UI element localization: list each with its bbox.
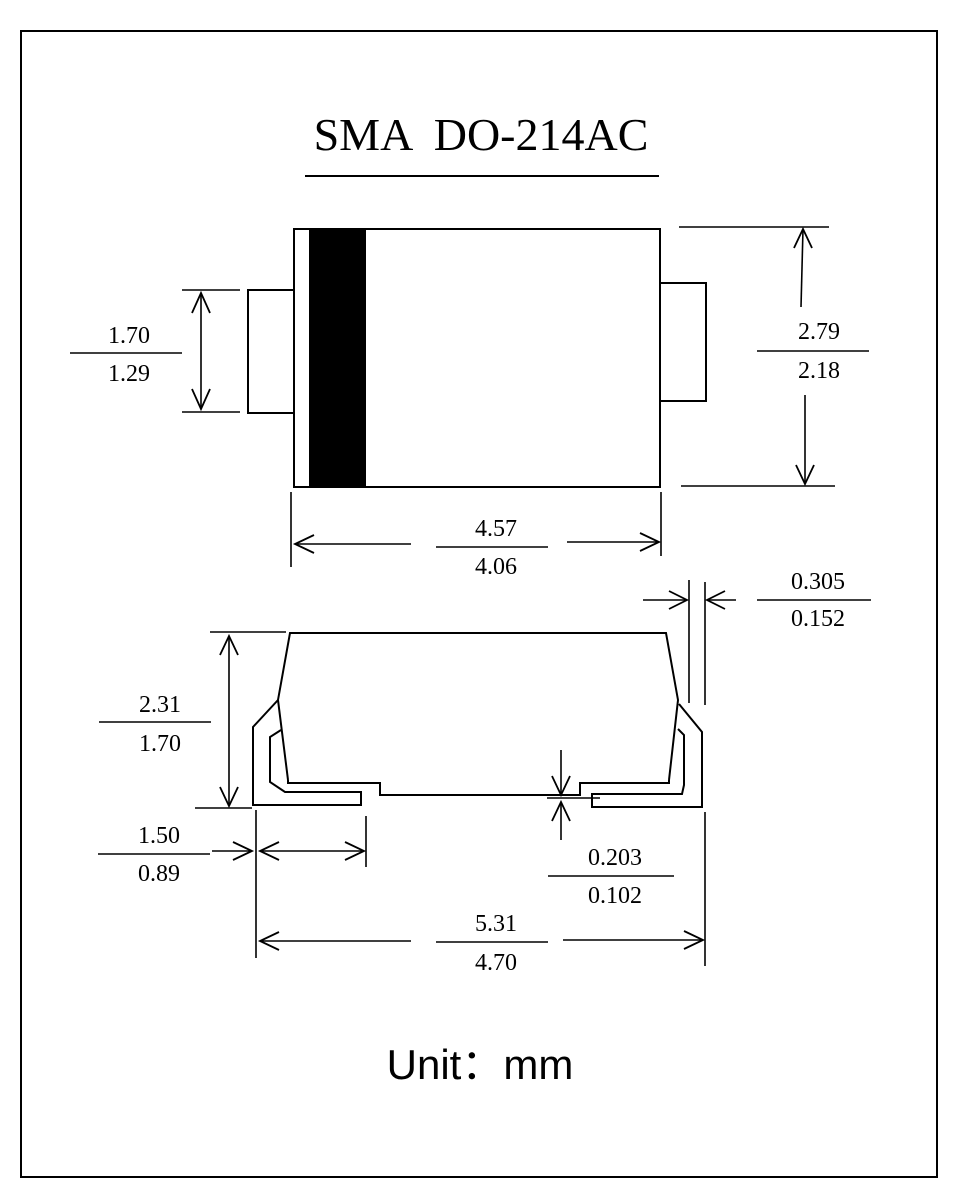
right-lead xyxy=(660,282,707,402)
overall-length-dimension: 5.31 4.70 xyxy=(257,812,706,976)
drawing-frame xyxy=(20,30,938,1178)
body-width-max: 2.79 xyxy=(798,319,840,345)
body-length-dimension: 4.57 4.06 xyxy=(290,492,662,580)
side-body xyxy=(276,632,680,781)
left-lead xyxy=(247,289,294,414)
lead-width-dimension: 1.70 1.29 xyxy=(70,289,240,413)
lead-width-max: 1.70 xyxy=(108,323,150,349)
lead-length-min: 0.89 xyxy=(138,861,180,887)
top-body xyxy=(293,228,661,488)
top-view: 1.70 1.29 2.79 2.18 4.57 4.06 xyxy=(70,226,869,580)
body-length-max: 4.57 xyxy=(475,516,517,542)
unit-label: Unit：mm xyxy=(387,1041,574,1088)
side-view: 0.305 0.152 2.31 1.70 1.50 0.89 xyxy=(98,569,871,976)
body-height-min: 1.70 xyxy=(139,731,181,757)
body-height-max: 2.31 xyxy=(139,692,181,718)
lead-thickness-min: 0.152 xyxy=(791,606,845,632)
cathode-band xyxy=(309,229,366,487)
overall-length-max: 5.31 xyxy=(475,911,517,937)
lead-thickness-max: 0.305 xyxy=(791,569,845,595)
standoff-min: 0.102 xyxy=(588,883,642,909)
lead-width-min: 1.29 xyxy=(108,361,150,387)
lead-length-max: 1.50 xyxy=(138,823,180,849)
standoff-max: 0.203 xyxy=(588,845,642,871)
body-length-min: 4.06 xyxy=(475,554,517,580)
side-body-bottom xyxy=(287,780,670,796)
right-bent-lead xyxy=(591,703,703,808)
body-width-min: 2.18 xyxy=(798,358,840,384)
left-bent-lead xyxy=(252,699,362,806)
body-width-dimension: 2.79 2.18 xyxy=(679,226,869,487)
overall-length-min: 4.70 xyxy=(475,950,517,976)
package-title: SMA DO-214AC xyxy=(314,109,649,160)
body-height-dimension: 2.31 1.70 xyxy=(99,631,286,809)
lead-length-dimension: 1.50 0.89 xyxy=(98,810,367,958)
standoff-dimension: 0.203 0.102 xyxy=(547,750,674,909)
lead-thickness-dimension: 0.305 0.152 xyxy=(643,569,871,705)
